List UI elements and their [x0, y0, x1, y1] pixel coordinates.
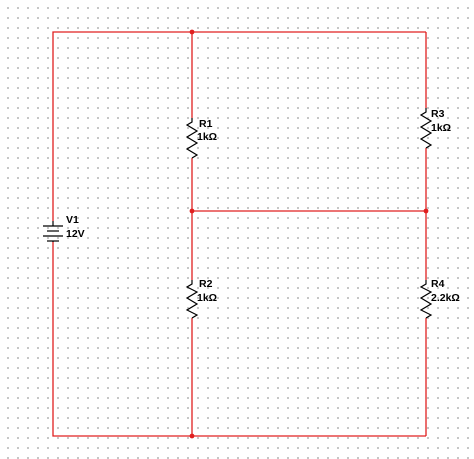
junction-top [189, 29, 195, 35]
r1-zigzag [185, 118, 199, 159]
v1-name-label: V1 [66, 214, 79, 226]
battery-v1[interactable]: V1 12V [43, 214, 85, 242]
r2-name-label: R2 [199, 278, 213, 290]
resistor-r3[interactable]: R3 1kΩ [419, 108, 451, 149]
r3-zigzag [419, 108, 433, 149]
r2-zigzag [185, 280, 199, 319]
resistor-r4[interactable]: R4 2.2kΩ [419, 278, 460, 319]
resistor-r1[interactable]: R1 1kΩ [185, 118, 217, 159]
junction-middle-right [423, 208, 429, 214]
r1-name-label: R1 [199, 118, 213, 130]
junctions [189, 29, 429, 439]
r2-value-label: 1kΩ [197, 292, 217, 304]
wires [52, 31, 427, 437]
r3-value-label: 1kΩ [431, 122, 451, 134]
r4-value-label: 2.2kΩ [431, 292, 460, 304]
r3-name-label: R3 [431, 108, 445, 120]
v1-value-label: 12V [66, 228, 85, 240]
resistor-r2[interactable]: R2 1kΩ [185, 278, 217, 319]
r4-zigzag [419, 280, 433, 319]
junction-bottom [189, 433, 195, 439]
wire-bottom-left[interactable] [52, 242, 192, 437]
wire-top-left[interactable] [52, 31, 192, 221]
r4-name-label: R4 [431, 278, 445, 290]
r1-value-label: 1kΩ [197, 131, 217, 143]
junction-middle-left [189, 208, 195, 214]
